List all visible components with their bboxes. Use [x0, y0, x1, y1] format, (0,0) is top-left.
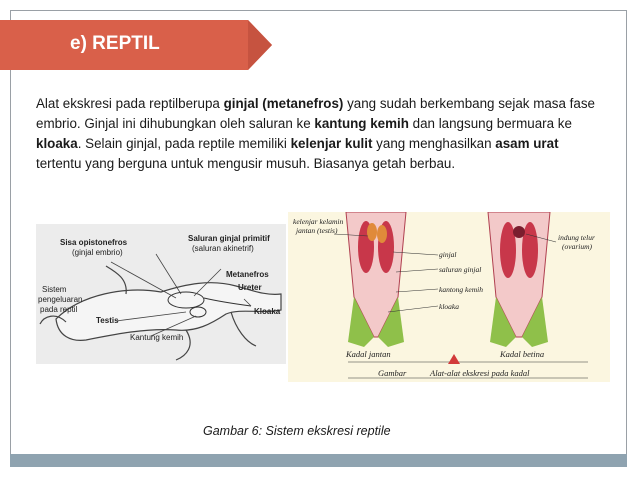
label-saluran-ginjal: saluran ginjal	[439, 265, 482, 274]
label-kadal-betina: Kadal betina	[500, 349, 545, 359]
lizard-diagram-image	[36, 224, 286, 364]
banner-shape	[0, 20, 272, 70]
label-ureter: Ureter	[238, 283, 262, 292]
slide-title: e) REPTIL	[70, 33, 160, 54]
label-kloaka: Kloaka	[254, 307, 281, 316]
label-kelenjar-kelamin: kelenjar kelamin	[293, 217, 344, 226]
label-sisa-opistonefros: Sisa opistonefros	[60, 238, 128, 247]
footer-bar	[10, 454, 627, 467]
label-sistem-1: Sistem	[42, 285, 67, 294]
label-saluran-akinetrif: (saluran akinetrif)	[192, 244, 254, 253]
lizard-organs-image	[288, 211, 610, 382]
label-sistem-2: pengeluaran	[38, 295, 83, 304]
body-paragraph: Alat ekskresi pada reptilberupa ginjal (…	[36, 96, 595, 171]
organs-illustration	[333, 211, 588, 379]
label-ginjal: ginjal	[439, 250, 457, 259]
title-banner	[0, 20, 272, 70]
label-indung-telur: indung telur	[558, 233, 595, 242]
label-alat-alat: Alat-alat ekskresi pada kadal	[430, 368, 530, 378]
label-ginjal-embrio: (ginjal embrio)	[72, 248, 123, 257]
label-gambar: Gambar	[378, 368, 407, 378]
label-kantung-kemih: Kantung kemih	[130, 333, 184, 342]
label-jantan-testis: jantan (testis)	[296, 226, 338, 235]
label-kloaka-right: kloaka	[439, 302, 459, 311]
label-saluran-ginjal-primitif: Saluran ginjal primitif	[188, 234, 270, 243]
label-testis: Testis	[96, 316, 119, 325]
label-sistem-3: pada reptil	[40, 305, 78, 314]
label-metanefros: Metanefros	[226, 270, 269, 279]
label-kantong-kemih: kantong kemih	[439, 285, 483, 294]
label-kadal-jantan: Kadal jantan	[346, 349, 391, 359]
figure-caption: Gambar 6: Sistem ekskresi reptile	[203, 424, 391, 438]
label-ovarium: (ovarium)	[562, 242, 592, 251]
lizard-sketch	[39, 253, 282, 361]
